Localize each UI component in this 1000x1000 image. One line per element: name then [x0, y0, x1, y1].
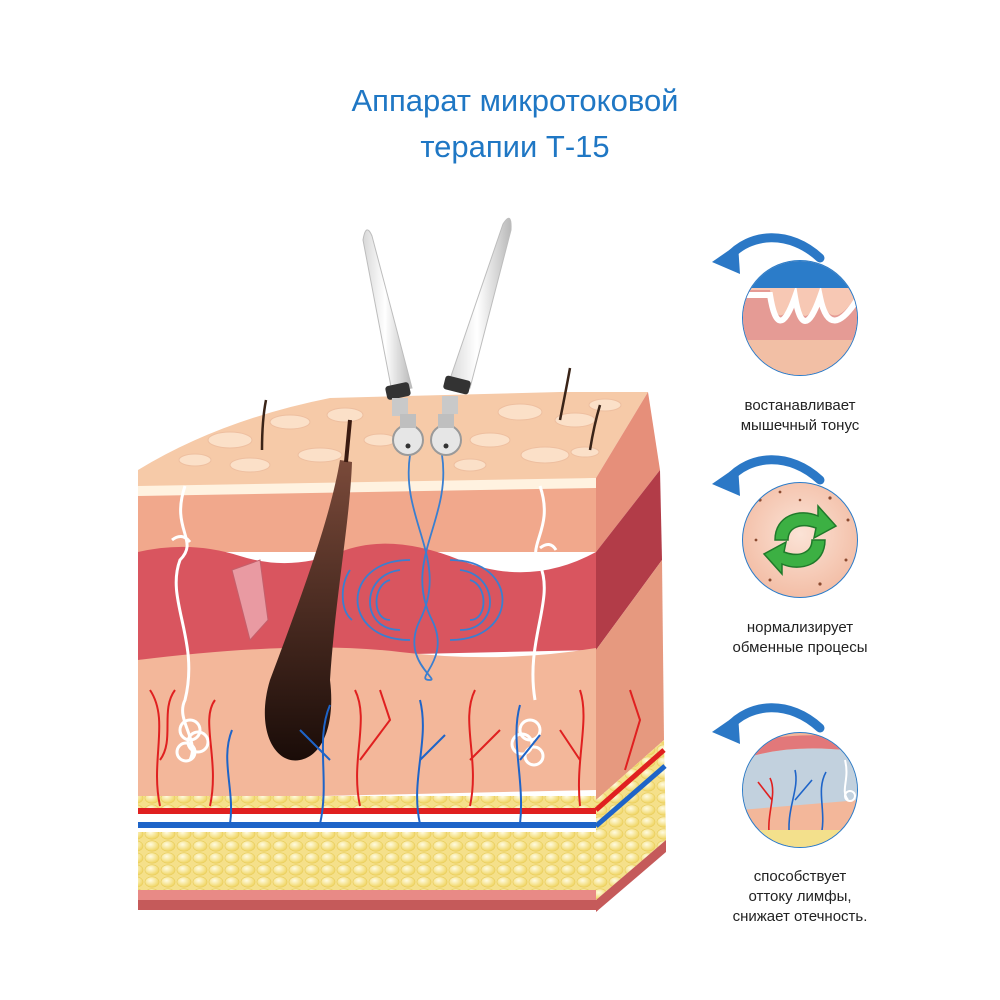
page-title: Аппарат микротоковой терапии Т-15: [280, 78, 750, 170]
fat-front: [138, 832, 596, 890]
benefit-2-line-1: нормализирует: [746, 619, 854, 636]
arrow-3: [723, 703, 825, 733]
title-line-1: Аппарат микротоковой: [351, 83, 679, 118]
benefit-1-line-1: востанавливает: [744, 397, 856, 414]
metabolism-cycle-icon: [712, 455, 858, 598]
arrow-2: [723, 455, 825, 485]
side-lower: [596, 560, 664, 800]
side-vein: [594, 764, 667, 828]
benefit-1-line-2: мышечный тонус: [740, 417, 860, 434]
vein-front: [138, 822, 596, 828]
epidermis-stripe: [138, 478, 596, 496]
hair-shaft: [344, 419, 352, 463]
surface-hairs: [260, 367, 602, 451]
benefit-caption-1: востанавливает мышечный тонус: [705, 396, 895, 436]
side-dermis: [596, 470, 662, 650]
dermis-front: [138, 543, 596, 660]
epidermis-front: [138, 486, 596, 552]
side-epidermis: [596, 392, 660, 552]
benefit-3-line-3: снижает отечность.: [732, 908, 868, 925]
electrode-pen-right: [430, 217, 512, 456]
base-layer-dark: [138, 900, 596, 910]
benefit-caption-3: способствует оттоку лимфы, снижает отечн…: [705, 867, 895, 927]
benefit-2-line-2: обменные процесы: [732, 639, 868, 656]
arrector-muscle: [231, 559, 269, 642]
hair-follicle: [264, 460, 352, 761]
arrow-1: [723, 233, 825, 263]
artery-front: [138, 808, 596, 814]
capillaries-red: [149, 689, 642, 807]
lymph-drainage-icon: [712, 703, 858, 848]
title-line-2: терапии Т-15: [420, 129, 610, 164]
muscle-tone-icon: [712, 233, 858, 376]
side-base: [596, 840, 666, 912]
skin-cells: [178, 398, 622, 473]
benefit-caption-2: нормализирует обменные процесы: [705, 618, 895, 658]
nerve-fibers: [171, 485, 558, 767]
capillaries-blue: [226, 699, 541, 825]
benefit-3-line-2: оттоку лимфы,: [748, 888, 852, 905]
microcurrent-field: [341, 454, 504, 681]
fat-top-band: [138, 796, 596, 808]
dermis-lower: [138, 647, 596, 800]
side-artery: [594, 748, 666, 812]
electrode-pen-left: [362, 229, 424, 456]
benefit-3-line-1: способствует: [753, 868, 847, 885]
